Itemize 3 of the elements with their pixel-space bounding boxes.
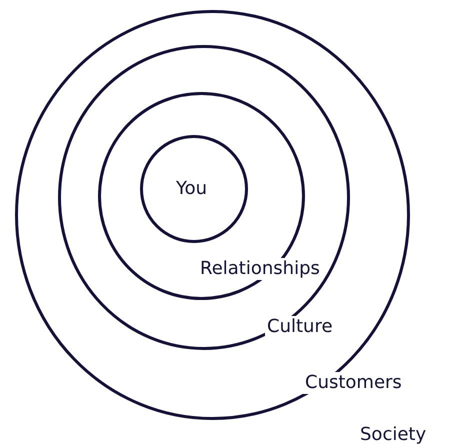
outer-label: Society [358, 424, 428, 446]
ring-label: Culture [265, 316, 335, 338]
ring-label: Customers [303, 372, 404, 394]
